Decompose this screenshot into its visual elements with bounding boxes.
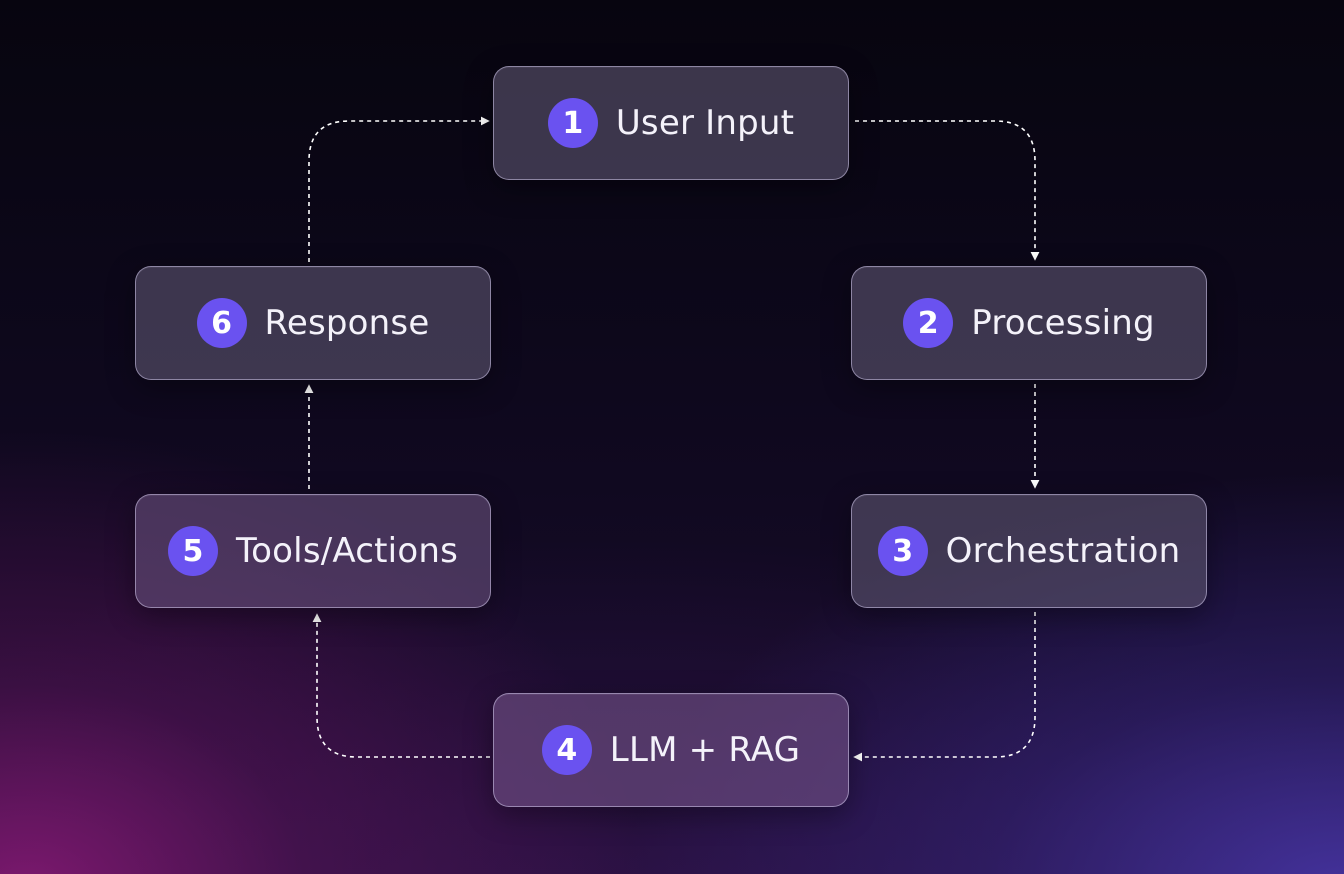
step-label: Orchestration	[945, 531, 1181, 571]
connector-1-to-2	[855, 120, 1040, 261]
step-label: LLM + RAG	[609, 730, 801, 770]
step-number-badge: 1	[547, 98, 598, 148]
step-label: Tools/Actions	[235, 531, 458, 571]
step-label: Response	[264, 303, 430, 343]
step-number-badge: 2	[903, 298, 954, 348]
step-orchestration: 3 Orchestration	[851, 494, 1207, 608]
step-label: Processing	[971, 303, 1155, 343]
step-number-badge: 3	[877, 526, 928, 576]
connector-4-to-5	[312, 613, 490, 758]
step-response: 6 Response	[135, 266, 491, 380]
step-number-badge: 6	[196, 298, 247, 348]
step-tools-actions: 5 Tools/Actions	[135, 494, 491, 608]
step-number-badge: 4	[541, 725, 592, 775]
step-llm-rag: 4 LLM + RAG	[493, 693, 849, 807]
step-label: User Input	[615, 103, 795, 143]
connector-3-to-4	[853, 612, 1036, 762]
step-number-badge: 5	[167, 526, 218, 576]
step-processing: 2 Processing	[851, 266, 1207, 380]
step-user-input: 1 User Input	[493, 66, 849, 180]
connector-6-to-1	[308, 116, 490, 262]
